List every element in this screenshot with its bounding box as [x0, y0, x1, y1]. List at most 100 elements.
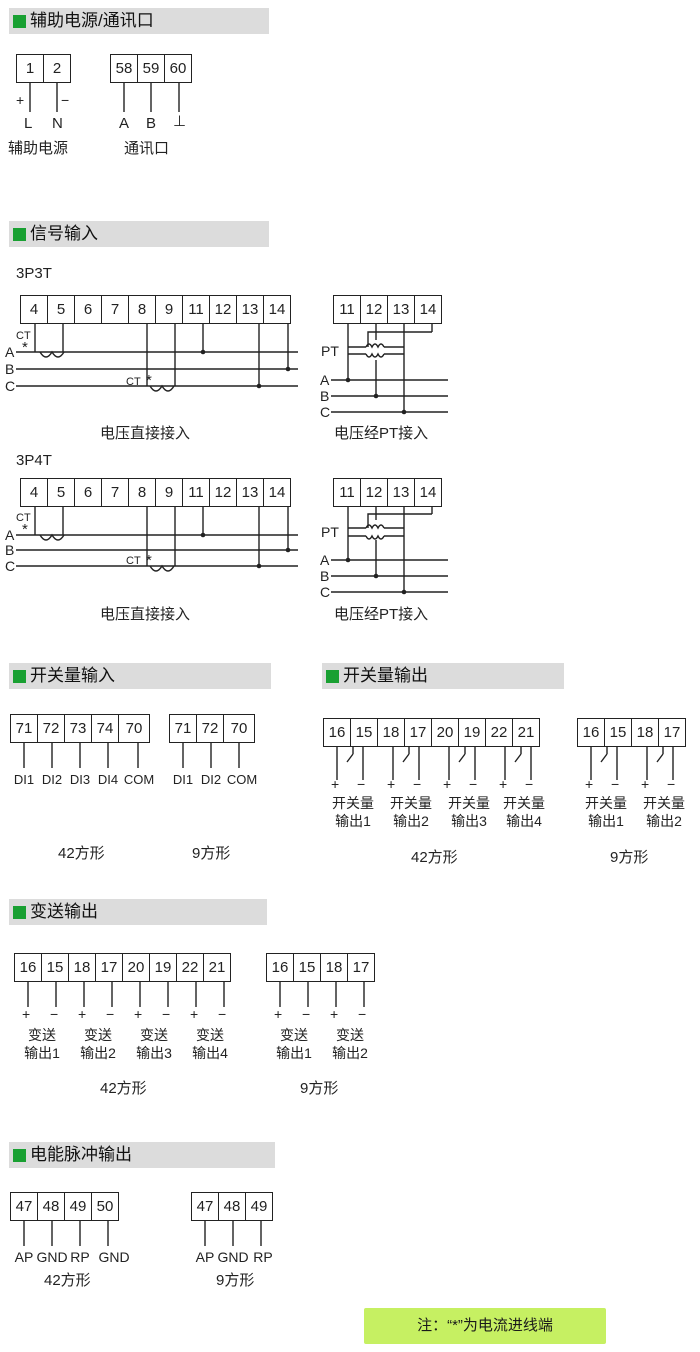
terminal-label: RP	[70, 1249, 90, 1265]
terminal: 7	[102, 296, 129, 323]
pt-label: PT	[321, 343, 339, 359]
polarity-sign: +	[585, 776, 594, 792]
section-header-pulse: 电能脉冲输出	[9, 1142, 275, 1168]
green-square-icon	[13, 1149, 26, 1162]
diagram-caption: 电压直接接入	[100, 606, 191, 623]
terminal-label: COM	[123, 772, 155, 787]
terminal: 13	[237, 296, 264, 323]
terminal: 9	[156, 296, 183, 323]
output-label: 输出3	[136, 1045, 172, 1061]
terminal: 17	[96, 954, 123, 981]
terminal: 18	[632, 719, 659, 746]
phase-label: C	[5, 378, 16, 394]
terminal-block-pt: 11 12 13 14	[333, 295, 442, 324]
output-label: 输出1	[24, 1045, 60, 1061]
polarity-sign: +	[443, 776, 452, 792]
terminal-label: B	[146, 115, 157, 132]
terminal: 19	[150, 954, 177, 981]
polarity-sign: +	[499, 776, 508, 792]
diagram-caption: 通讯口	[124, 140, 170, 157]
output-label: 开关量	[585, 795, 627, 811]
green-square-icon	[13, 15, 26, 28]
terminal: 11	[334, 296, 361, 323]
terminal-label: DI4	[97, 772, 119, 787]
terminal-block-direct: 4 5 6 7 8 9 11 12 13 14	[20, 478, 291, 507]
terminal-block-direct: 4 5 6 7 8 9 11 12 13 14	[20, 295, 291, 324]
terminal: 22	[486, 719, 513, 746]
diagram-caption: 42方形	[100, 1080, 147, 1097]
terminal-label: GND	[36, 1249, 68, 1265]
terminal: 48	[219, 1193, 246, 1220]
terminal-label: GND	[98, 1249, 130, 1265]
terminal-label: A	[119, 115, 130, 132]
terminal: 73	[65, 715, 92, 742]
polarity-sign: +	[78, 1006, 87, 1022]
terminal: 20	[123, 954, 150, 981]
output-label: 变送	[84, 1027, 112, 1043]
phase-label: A	[5, 344, 15, 360]
terminal: 50	[96, 1198, 114, 1215]
terminal: 20	[432, 719, 459, 746]
phase-label: C	[320, 584, 331, 600]
terminal: 12	[361, 479, 388, 506]
terminal: 21	[517, 724, 535, 741]
star-mark: *	[146, 552, 152, 569]
green-square-icon	[13, 906, 26, 919]
terminal-block-switch-in-9: 71 72 70	[169, 714, 255, 743]
terminal: 18	[69, 954, 96, 981]
output-label: 变送	[280, 1027, 308, 1043]
terminal: 8	[129, 479, 156, 506]
polarity-sign: −	[106, 1006, 115, 1022]
terminal-label: GND	[217, 1249, 249, 1265]
polarity-sign: +	[387, 776, 396, 792]
terminal-label: DI2	[200, 772, 222, 787]
star-mark: *	[22, 339, 28, 356]
terminal: 13	[388, 296, 415, 323]
diagram-caption: 9方形	[300, 1080, 339, 1097]
terminal: 72	[197, 715, 224, 742]
polarity-sign: +	[22, 1006, 31, 1022]
polarity-sign: −	[469, 776, 478, 792]
terminal-label: AP	[195, 1249, 215, 1265]
polarity-sign: +	[331, 776, 340, 792]
section-header-signal: 信号输入	[9, 221, 269, 247]
output-label: 输出1	[588, 813, 624, 829]
terminal: 13	[388, 479, 415, 506]
phase-label: A	[5, 527, 15, 543]
section-header-switch-out: 开关量输出	[322, 663, 564, 689]
output-label: 输出2	[646, 813, 682, 829]
terminal: 17	[352, 959, 370, 976]
terminal: 71	[170, 715, 197, 742]
terminal: 19	[459, 719, 486, 746]
terminal: 14	[268, 301, 286, 318]
diagram-caption: 9方形	[610, 849, 649, 866]
section-header-aux: 辅助电源/通讯口	[9, 8, 269, 34]
terminal: 12	[361, 296, 388, 323]
terminal: 9	[156, 479, 183, 506]
terminal-block-switch-out-9: 16 15 18 17	[577, 718, 686, 747]
terminal: 70	[125, 720, 143, 737]
terminal: 14	[419, 301, 437, 318]
diagram-caption: 辅助电源	[8, 140, 69, 157]
output-label: 开关量	[448, 795, 490, 811]
terminal-block-transmit-42: 16 15 18 17 20 19 22 21	[14, 953, 231, 982]
polarity-sign: −	[413, 776, 422, 792]
terminal: 4	[21, 296, 48, 323]
output-label: 开关量	[332, 795, 374, 811]
terminal: 49	[65, 1193, 92, 1220]
terminal: 48	[38, 1193, 65, 1220]
note-text: 注：“*”为电流进线端	[417, 1317, 553, 1334]
phase-label: C	[5, 558, 16, 574]
terminal-label: AP	[14, 1249, 34, 1265]
output-label: 变送	[140, 1027, 168, 1043]
output-label: 变送	[196, 1027, 224, 1043]
ct-label: CT	[16, 330, 31, 342]
polarity-sign: +	[16, 92, 25, 108]
section-title: 开关量输入	[30, 666, 115, 685]
wiring-type-label: 3P4T	[16, 452, 52, 469]
terminal: 14	[268, 484, 286, 501]
diagram-caption: 9方形	[192, 845, 231, 862]
green-square-icon	[13, 670, 26, 683]
polarity-sign: −	[525, 776, 534, 792]
polarity-sign: −	[61, 92, 70, 108]
